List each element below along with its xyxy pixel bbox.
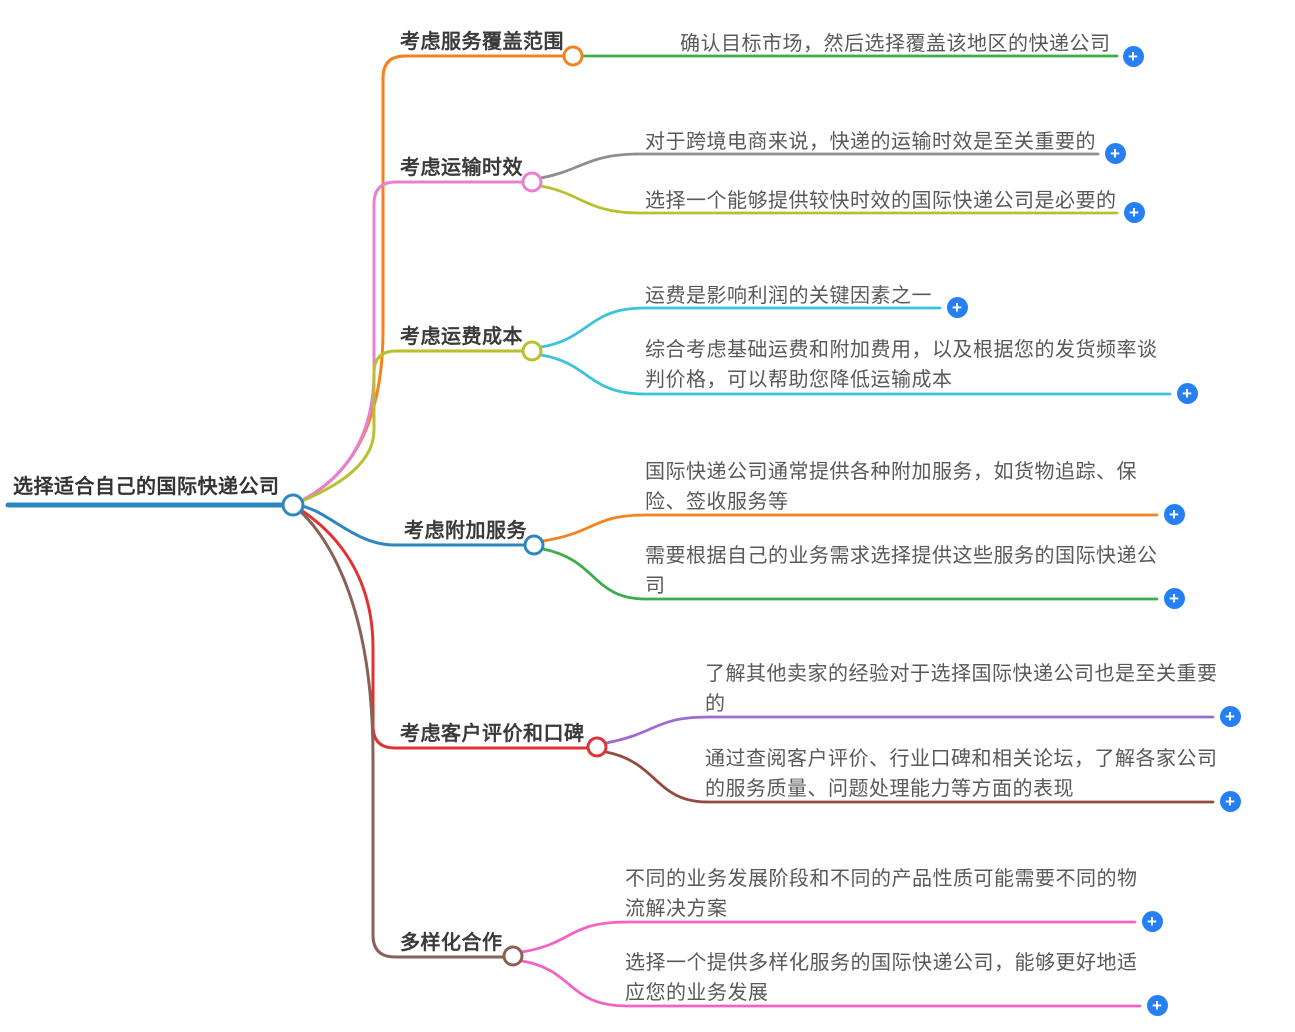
plus-icon: +: [1128, 46, 1138, 66]
connector-leaf-3-1: [539, 306, 942, 349]
branch-node-handle-coverage[interactable]: [562, 45, 584, 67]
leaf-note-4-2[interactable]: 需要根据自己的业务需求选择提供这些服务的国际快递公 司: [645, 545, 1158, 597]
connector-leaf-6-2: [520, 959, 1142, 1008]
branch-node-handle-reviews[interactable]: [586, 736, 608, 758]
branch-topic-reviews[interactable]: 考虑客户评价和口碑: [400, 723, 585, 745]
connector-branch-cost: [291, 349, 525, 507]
leaf-note-6-1[interactable]: 不同的业务发展阶段和不同的产品性质可能需要不同的物 流解决方案: [625, 868, 1138, 920]
branch-topic-services[interactable]: 考虑附加服务: [404, 520, 527, 542]
plus-icon: +: [1225, 791, 1235, 811]
connector-leaf-5-2: [604, 750, 1215, 804]
connector-leaf-2-2: [539, 184, 1119, 215]
connector-leaf-3-2: [539, 353, 1172, 396]
root-node-handle[interactable]: [281, 493, 305, 517]
connector-branch-diversified: [291, 503, 506, 959]
expand-button-3-2[interactable]: +: [1176, 382, 1198, 404]
expand-button-2-1[interactable]: +: [1104, 142, 1126, 164]
plus-icon: +: [952, 297, 962, 317]
connector-leaf-4-2: [541, 547, 1159, 601]
leaf-note-5-2[interactable]: 通过查阅客户评价、行业口碑和相关论坛，了解各家公司 的服务质量、问题处理能力等方…: [705, 748, 1218, 800]
branch-node-handle-diversified[interactable]: [502, 945, 524, 967]
root-topic[interactable]: 选择适合自己的国际快递公司: [13, 476, 280, 498]
branch-topic-diversified[interactable]: 多样化合作: [400, 932, 503, 954]
leaf-note-4-1[interactable]: 国际快递公司通常提供各种附加服务，如货物追踪、保 险、签收服务等: [645, 461, 1137, 513]
leaf-note-3-1[interactable]: 运费是影响利润的关键因素之一: [645, 285, 932, 307]
plus-icon: +: [1169, 588, 1179, 608]
connector-branch-reviews: [291, 503, 590, 750]
leaf-note-6-2[interactable]: 选择一个提供多样化服务的国际快递公司，能够更好地适 应您的业务发展: [625, 952, 1138, 1004]
connector-branch-services: [291, 503, 527, 547]
plus-icon: +: [1182, 383, 1192, 403]
expand-button-2-2[interactable]: +: [1123, 201, 1145, 223]
leaf-note-3-2[interactable]: 综合考虑基础运费和附加费用，以及根据您的发货频率谈 判价格，可以帮助您降低运输成…: [645, 339, 1158, 391]
plus-icon: +: [1147, 911, 1157, 931]
leaf-note-5-1[interactable]: 了解其他卖家的经验对于选择国际快递公司也是至关重要 的: [705, 663, 1218, 715]
leaf-note-1-1[interactable]: 确认目标市场，然后选择覆盖该地区的快递公司: [680, 33, 1111, 55]
connector-leaf-2-1: [539, 152, 1100, 180]
branch-node-handle-cost[interactable]: [521, 340, 543, 362]
expand-button-4-1[interactable]: +: [1163, 503, 1185, 525]
connector-branch-coverage: [291, 54, 566, 507]
branch-topic-cost[interactable]: 考虑运费成本: [400, 326, 523, 348]
connector-leaf-6-1: [520, 920, 1137, 954]
expand-button-5-1[interactable]: +: [1219, 705, 1241, 727]
plus-icon: +: [1169, 504, 1179, 524]
expand-button-6-1[interactable]: +: [1141, 910, 1163, 932]
expand-button-3-1[interactable]: +: [946, 296, 968, 318]
branch-node-handle-services[interactable]: [523, 534, 545, 556]
expand-button-6-2[interactable]: +: [1146, 994, 1168, 1016]
plus-icon: +: [1152, 995, 1162, 1015]
leaf-note-2-1[interactable]: 对于跨境电商来说，快递的运输时效是至关重要的: [645, 131, 1096, 153]
expand-button-1-1[interactable]: +: [1122, 45, 1144, 67]
branch-topic-transit[interactable]: 考虑运输时效: [400, 157, 523, 179]
connector-leaf-4-1: [541, 513, 1159, 543]
leaf-note-2-2[interactable]: 选择一个能够提供较快时效的国际快递公司是必要的: [645, 190, 1117, 212]
branch-topic-coverage[interactable]: 考虑服务覆盖范围: [400, 31, 564, 53]
branch-node-handle-transit[interactable]: [521, 171, 543, 193]
expand-button-5-2[interactable]: +: [1219, 790, 1241, 812]
plus-icon: +: [1225, 706, 1235, 726]
expand-button-4-2[interactable]: +: [1163, 587, 1185, 609]
plus-icon: +: [1110, 143, 1120, 163]
plus-icon: +: [1129, 202, 1139, 222]
connector-leaf-5-1: [604, 715, 1215, 745]
